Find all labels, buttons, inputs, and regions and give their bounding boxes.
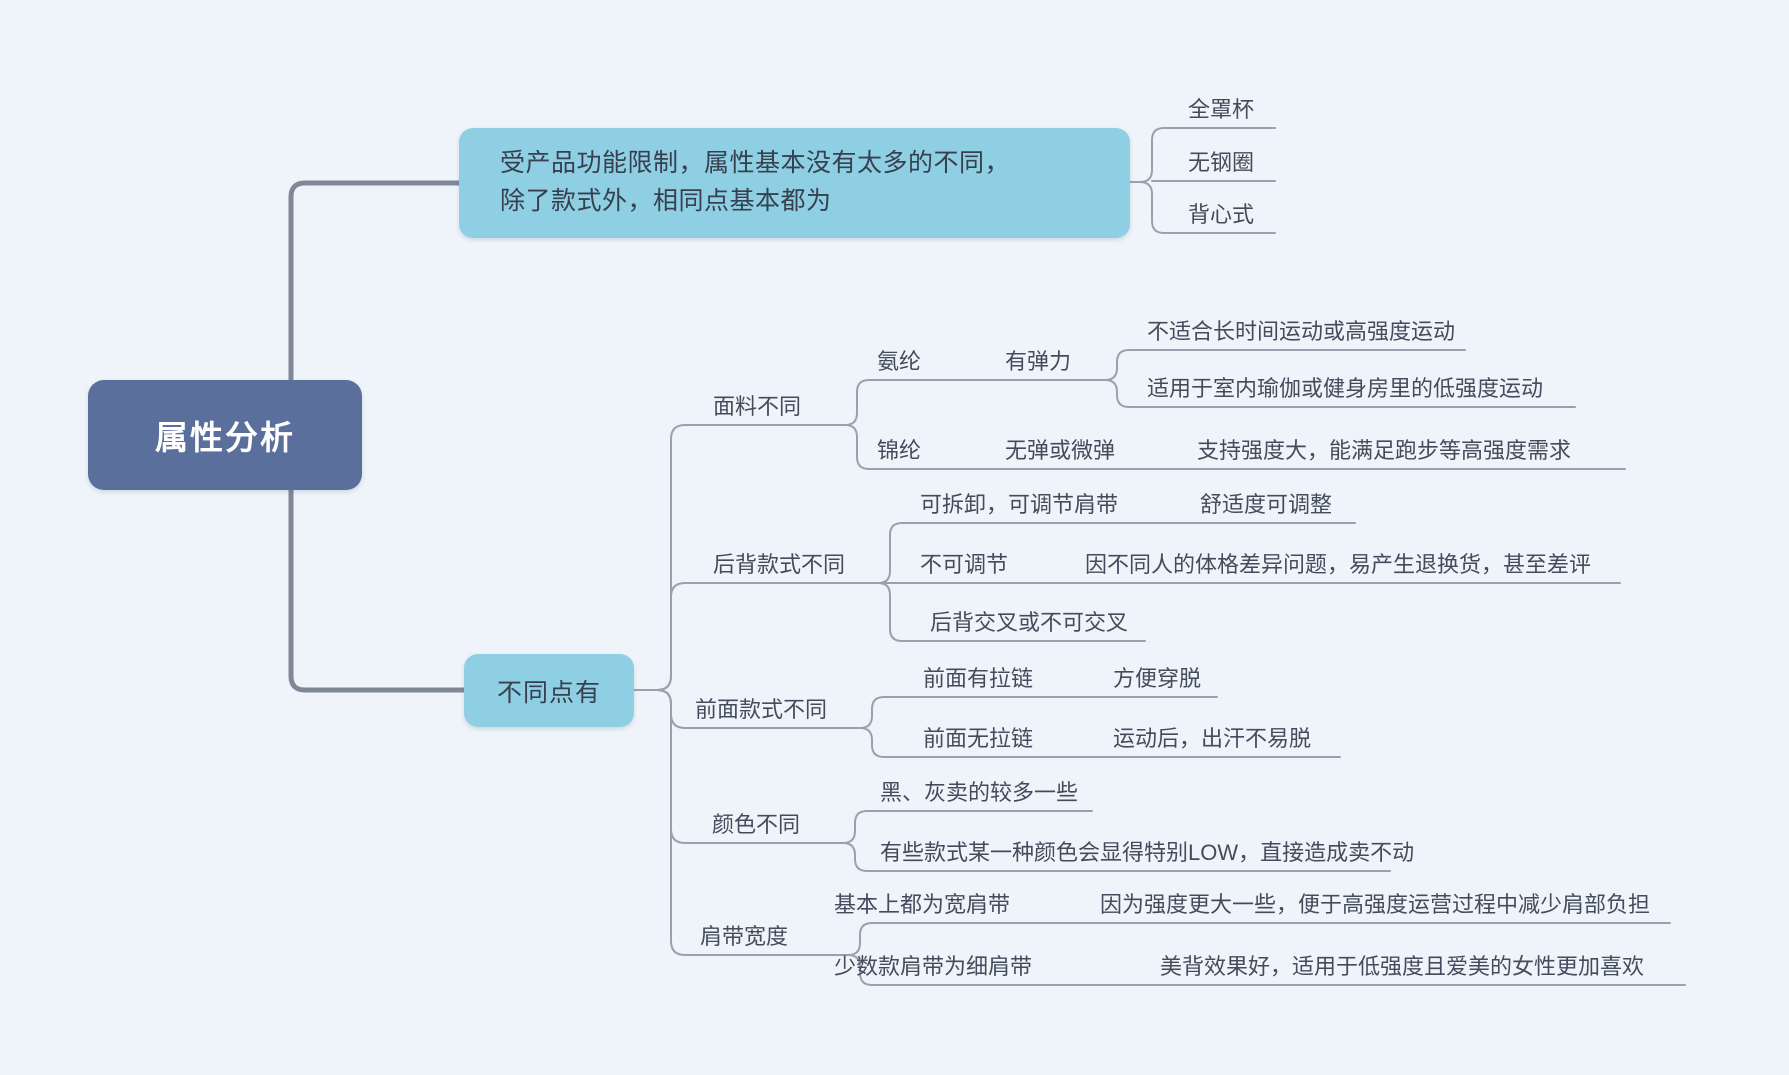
topic-wide-straps-reason[interactable]: 因为强度更大一些，便于高强度运营过程中减少肩部负担 xyxy=(1100,892,1651,917)
connector-elastic-child-2 xyxy=(1104,379,1576,408)
topic-back-cross[interactable]: 后背交叉或不可交叉 xyxy=(930,610,1129,635)
topic-front-style-difference[interactable]: 前面款式不同 xyxy=(695,697,828,722)
connector-low-color-row xyxy=(842,842,1391,872)
connector-wide-strap-row xyxy=(847,922,1671,956)
connector-full-cup xyxy=(1129,127,1276,183)
topic-fabric-difference[interactable]: 面料不同 xyxy=(713,394,802,419)
topic-common-points[interactable]: 受产品功能限制，属性基本没有太多的不同，除了款式外，相同点基本都为 xyxy=(459,128,1130,238)
topic-front-zipper[interactable]: 前面有拉链 xyxy=(923,666,1034,691)
topic-common-points-label: 受产品功能限制，属性基本没有太多的不同，除了款式外，相同点基本都为 xyxy=(500,149,1011,215)
topic-no-front-zipper[interactable]: 前面无拉链 xyxy=(923,726,1034,751)
topic-non-adjustable[interactable]: 不可调节 xyxy=(920,552,1009,577)
topic-full-cup[interactable]: 全罩杯 xyxy=(1188,97,1255,122)
topic-elastic[interactable]: 有弹力 xyxy=(1005,349,1072,374)
topic-detachable-straps[interactable]: 可拆卸，可调节肩带 xyxy=(920,492,1119,517)
connector-branch-strap-width xyxy=(633,689,849,956)
topic-spandex[interactable]: 氨纶 xyxy=(877,349,922,374)
connector-back-cross-row xyxy=(877,582,1146,642)
topic-nylon[interactable]: 锦纶 xyxy=(877,438,922,463)
topic-returns-risk[interactable]: 因不同人的体格差异问题，易产生退换货，甚至差评 xyxy=(1085,552,1592,577)
connector-thin-strap-row xyxy=(847,954,1686,986)
connector-spandex-row xyxy=(844,379,1106,426)
topic-back-style-difference[interactable]: 后背款式不同 xyxy=(713,552,846,577)
topic-comfort-adjustable[interactable]: 舒适度可调整 xyxy=(1200,492,1333,517)
root-topic-label: 属性分析 xyxy=(155,419,295,456)
connector-no-front-zipper-row xyxy=(859,727,1341,758)
topic-differences-label: 不同点有 xyxy=(496,678,601,707)
topic-easy-on-off[interactable]: 方便穿脱 xyxy=(1113,666,1202,691)
topic-high-intensity-support[interactable]: 支持强度大，能满足跑步等高强度需求 xyxy=(1197,438,1572,463)
topic-thin-straps-reason[interactable]: 美背效果好，适用于低强度且爱美的女性更加喜欢 xyxy=(1160,954,1645,979)
connector-front-zipper-row xyxy=(859,696,1218,729)
topic-low-stretch[interactable]: 无弹或微弹 xyxy=(1005,438,1116,463)
topic-color-difference[interactable]: 颜色不同 xyxy=(712,812,801,837)
topic-differences[interactable]: 不同点有 xyxy=(464,654,634,727)
root-topic-attribute-analysis[interactable]: 属性分析 xyxy=(88,380,362,490)
connector-vest-style xyxy=(1129,181,1276,234)
topic-not-for-long-workouts[interactable]: 不适合长时间运动或高强度运动 xyxy=(1147,319,1456,344)
topic-for-indoor-low-intensity[interactable]: 适用于室内瑜伽或健身房里的低强度运动 xyxy=(1147,376,1544,401)
topic-some-colors-look-low[interactable]: 有些款式某一种颜色会显得特别LOW，直接造成卖不动 xyxy=(880,840,1415,865)
connector-nylon-row xyxy=(844,424,1626,470)
topic-no-underwire[interactable]: 无钢圈 xyxy=(1188,150,1255,175)
connector-elastic-child-1 xyxy=(1104,349,1466,381)
connector-branch-back-style xyxy=(633,582,1621,691)
topic-thin-straps[interactable]: 少数款肩带为细肩带 xyxy=(834,954,1033,979)
topic-strap-width[interactable]: 肩带宽度 xyxy=(700,924,789,949)
topic-wide-straps[interactable]: 基本上都为宽肩带 xyxy=(834,892,1011,917)
connector-detachable-row xyxy=(877,522,1356,584)
connector-black-gray-row xyxy=(842,810,1093,844)
topic-hard-to-remove-sweaty[interactable]: 运动后，出汗不易脱 xyxy=(1113,726,1312,751)
topic-vest-style[interactable]: 背心式 xyxy=(1188,202,1255,227)
topic-black-gray-sell-more[interactable]: 黑、灰卖的较多一些 xyxy=(880,780,1079,805)
